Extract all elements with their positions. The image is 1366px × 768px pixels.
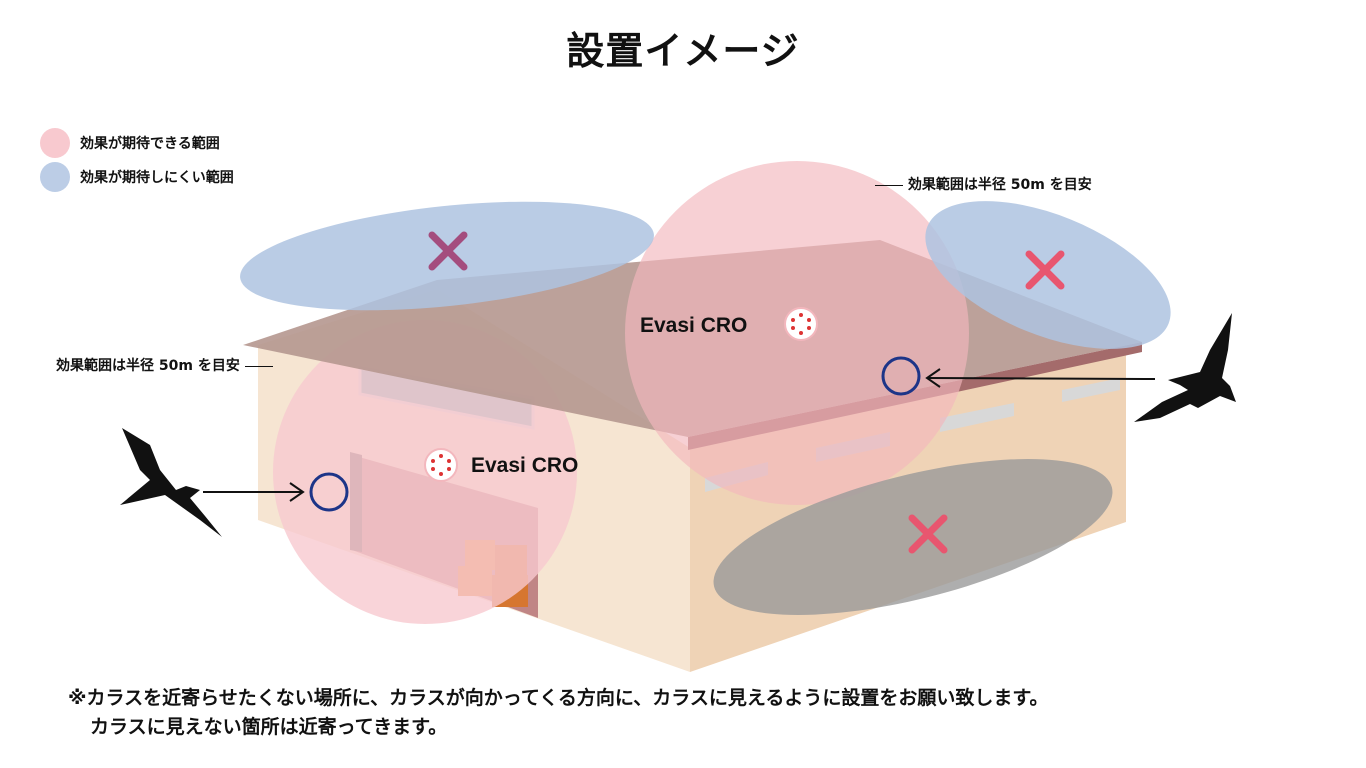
swatch-effective <box>40 128 70 158</box>
cross-icon <box>428 231 468 271</box>
legend-item-effective: 効果が期待できる範囲 <box>40 126 234 160</box>
target-ring-icon <box>309 472 349 512</box>
legend: 効果が期待できる範囲 効果が期待しにくい範囲 <box>40 126 234 194</box>
device-icon <box>784 307 818 341</box>
arrow-icon <box>203 482 305 502</box>
crow-icon <box>120 428 222 537</box>
device-label-roof: Evasi CRO <box>640 314 748 337</box>
note-line-2: カラスに見えない箇所は近寄ってきます。 <box>90 716 448 738</box>
device-icon <box>424 448 458 482</box>
installation-note: ※カラスを近寄らせたくない場所に、カラスが向かってくる方向に、カラスに見えるよう… <box>68 684 1048 742</box>
cross-icon <box>1025 250 1065 290</box>
side-vent <box>940 403 1014 432</box>
legend-label: 効果が期待しにくい範囲 <box>80 170 234 186</box>
swatch-ineffective <box>40 162 70 192</box>
annotation-text: 効果範囲は半径 50m を目安 <box>56 358 240 374</box>
cross-icon <box>908 514 948 554</box>
page-title: 設置イメージ <box>566 29 800 73</box>
ineffective-zone-wall <box>713 459 1113 615</box>
side-vent <box>1062 378 1120 402</box>
target-ring-icon <box>881 356 921 396</box>
device-label-door: Evasi CRO <box>471 454 579 477</box>
annotation-text: 効果範囲は半径 50m を目安 <box>907 177 1092 193</box>
legend-label: 効果が期待できる範囲 <box>80 136 220 152</box>
radius-annotation-right: 効果範囲は半径 50m を目安 <box>875 174 1092 194</box>
leader-line <box>875 184 903 186</box>
crow-icon <box>1134 313 1236 422</box>
radius-annotation-left: 効果範囲は半径 50m を目安 <box>56 355 273 375</box>
note-line-1: ※カラスを近寄らせたくない場所に、カラスが向かってくる方向に、カラスに見えるよう… <box>68 687 1049 709</box>
leader-line <box>244 365 273 367</box>
arrow-icon <box>925 368 1156 388</box>
legend-item-ineffective: 効果が期待しにくい範囲 <box>40 160 234 194</box>
